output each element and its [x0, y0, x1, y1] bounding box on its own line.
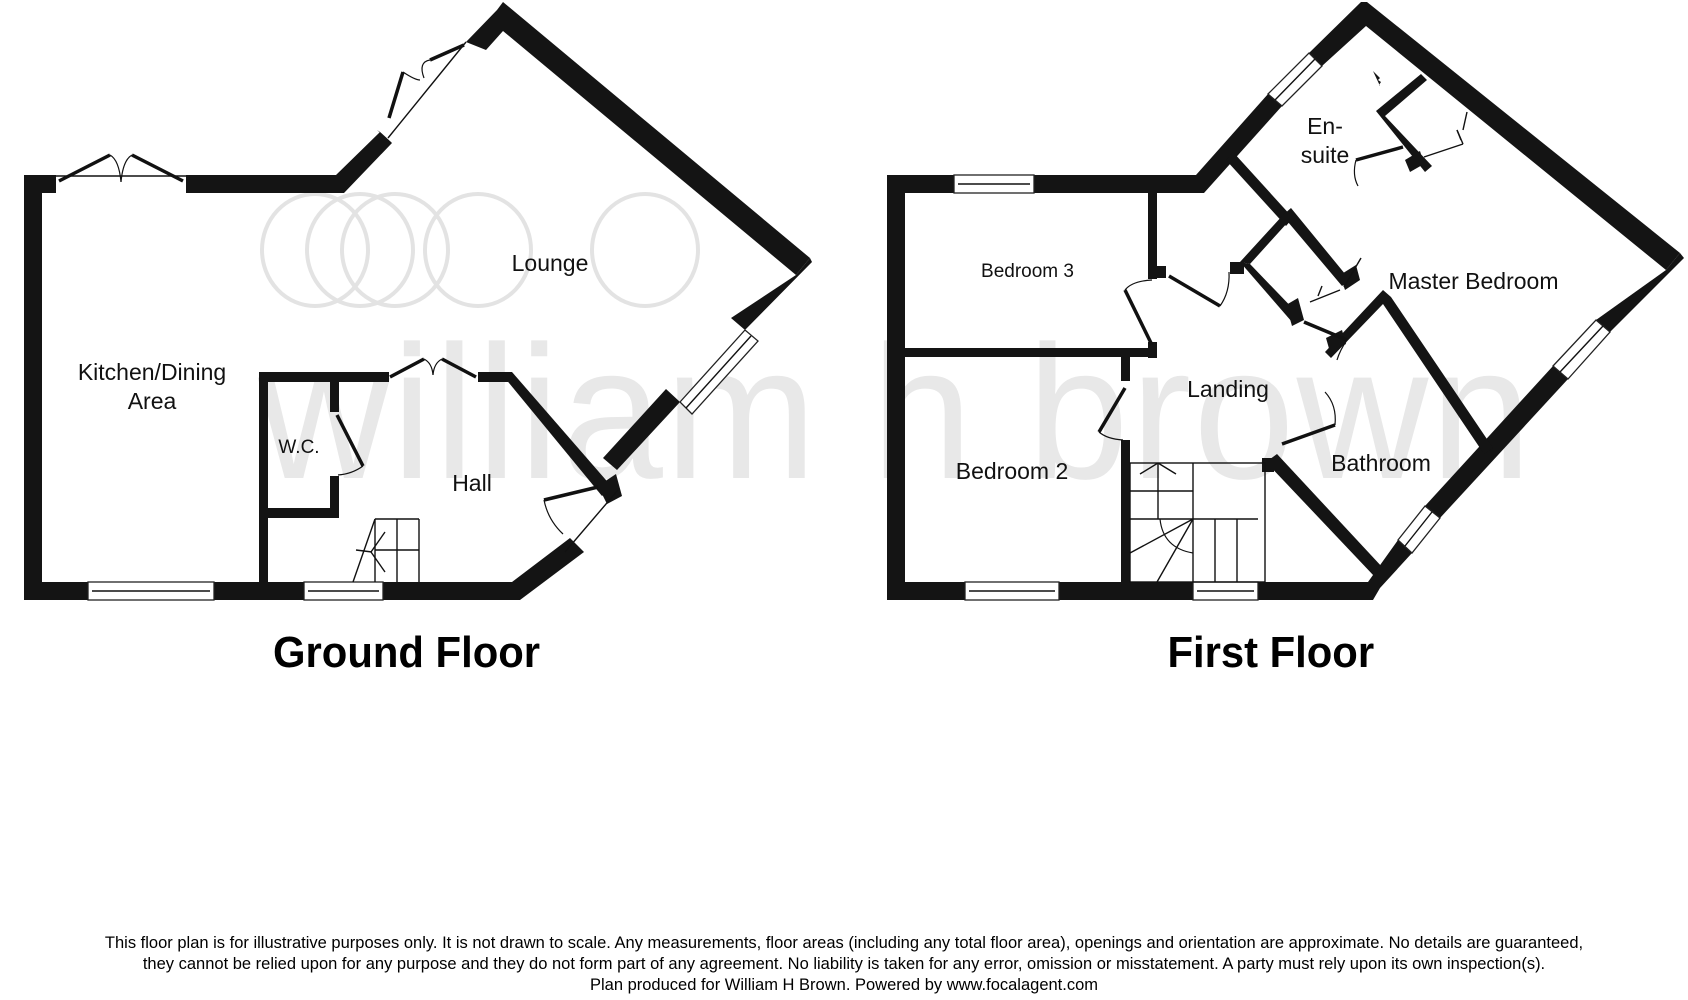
bifold-door — [1309, 111, 1468, 303]
wall — [330, 476, 339, 516]
room-label-landing: Landing — [1187, 376, 1269, 402]
wall — [503, 538, 584, 600]
wall — [500, 372, 612, 496]
first-floor-plan — [887, 2, 1684, 601]
wall — [466, 2, 810, 275]
wall — [1121, 440, 1130, 582]
disclaimer-line-3: Plan produced for William H Brown. Power… — [589, 976, 1099, 994]
wall — [887, 175, 905, 600]
room-label-line: suite — [1300, 141, 1350, 168]
door — [1353, 145, 1404, 187]
wall — [478, 372, 508, 382]
first-floor-title: First Floor — [1167, 628, 1375, 677]
wall — [1262, 458, 1274, 472]
wall — [1148, 266, 1166, 278]
watermark-rings-logo-icon — [260, 192, 700, 308]
french-doors — [387, 41, 467, 139]
wall — [259, 508, 339, 518]
wall — [1373, 71, 1381, 86]
room-label-wc: W.C. — [278, 437, 320, 458]
wall — [214, 582, 304, 600]
wall — [1226, 152, 1293, 226]
ground-floor-plan — [24, 2, 812, 601]
wall — [598, 474, 622, 504]
wall — [24, 175, 42, 600]
ground-floor-title: Ground Floor — [273, 628, 541, 677]
room-label-kitchen-dining: Kitchen/Dining Area — [60, 358, 244, 416]
wall — [1309, 2, 1680, 270]
wall — [1325, 290, 1493, 454]
door — [335, 414, 365, 476]
wall — [24, 582, 88, 600]
room-label-hall: Hall — [452, 470, 492, 496]
wall — [259, 372, 268, 590]
wall — [1148, 193, 1157, 279]
wall — [905, 348, 1157, 357]
wall — [1286, 298, 1304, 326]
room-label-ensuite: En- suite — [1292, 112, 1358, 170]
wall — [1326, 330, 1346, 352]
wall — [1148, 342, 1157, 358]
staircase — [1129, 462, 1266, 583]
wall — [330, 372, 339, 412]
door — [1303, 320, 1348, 361]
door — [1123, 279, 1154, 346]
wall — [1240, 262, 1300, 322]
disclaimer-line-2: they cannot be relied upon for any purpo… — [142, 955, 1546, 973]
disclaimer: This floor plan is for illustrative purp… — [0, 933, 1688, 996]
wall — [887, 175, 954, 193]
wall — [731, 258, 812, 330]
wall — [887, 582, 965, 600]
wall — [1425, 366, 1568, 518]
room-label-line: En- — [1307, 113, 1343, 139]
wall — [1059, 582, 1193, 600]
room-label-line: Area — [127, 387, 177, 414]
wall — [1596, 253, 1684, 332]
wall — [377, 130, 392, 143]
room-label-bedroom-2: Bedroom 2 — [955, 458, 1069, 484]
wall — [186, 132, 392, 193]
wall — [1258, 582, 1368, 600]
wall — [1266, 454, 1383, 576]
wall — [383, 582, 508, 600]
window — [1397, 505, 1441, 554]
french-doors — [56, 153, 186, 183]
room-label-line: Kitchen/Dining — [77, 359, 227, 385]
wall — [259, 372, 389, 382]
wall — [1405, 151, 1424, 172]
wall — [1034, 94, 1282, 193]
wall — [24, 175, 56, 193]
door — [1097, 387, 1127, 441]
disclaimer-line-1: This floor plan is for illustrative purp… — [104, 934, 1584, 952]
room-label-bathroom: Bathroom — [1331, 450, 1431, 476]
wall — [1230, 262, 1244, 274]
double-door — [389, 357, 477, 379]
wall — [1240, 208, 1350, 286]
wall — [1360, 540, 1412, 600]
wall — [1376, 74, 1432, 172]
staircase — [352, 518, 420, 583]
room-label-lounge: Lounge — [511, 250, 589, 276]
door — [543, 485, 619, 553]
room-label-master-bedroom: Master Bedroom — [1388, 268, 1559, 294]
wall — [1121, 357, 1130, 381]
wall — [603, 389, 680, 470]
door — [1168, 271, 1230, 308]
door — [1281, 391, 1336, 446]
room-label-bedroom-3: Bedroom 3 — [981, 261, 1074, 282]
